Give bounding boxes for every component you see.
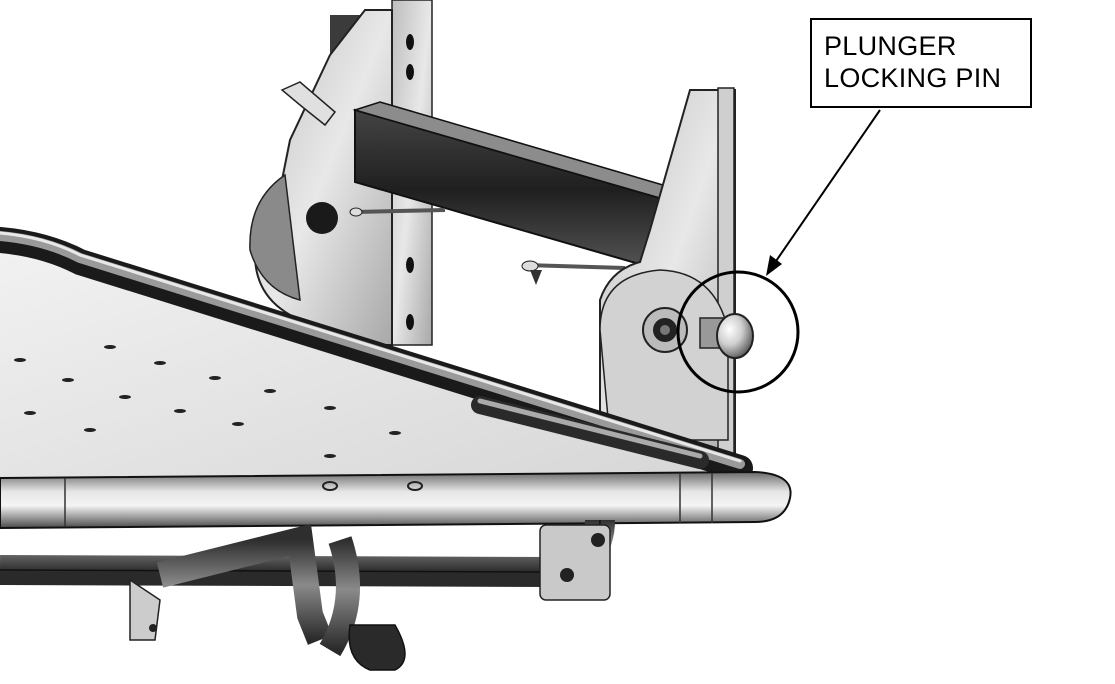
front-rail xyxy=(0,470,792,530)
right-bracket-plate xyxy=(599,87,736,471)
plunger-locking-pin xyxy=(642,307,754,359)
deck-platform xyxy=(0,227,753,481)
clip xyxy=(280,81,337,127)
callout-label: PLUNGER LOCKING PIN xyxy=(810,18,1032,108)
callout-leader xyxy=(766,109,881,276)
undercarriage xyxy=(0,519,615,671)
callout-line-1: PLUNGER xyxy=(824,31,957,61)
callout-line-2: LOCKING PIN xyxy=(824,63,1002,93)
support-rods xyxy=(349,207,626,285)
left-bracket-plate xyxy=(249,9,393,346)
callout-circle xyxy=(676,270,800,394)
